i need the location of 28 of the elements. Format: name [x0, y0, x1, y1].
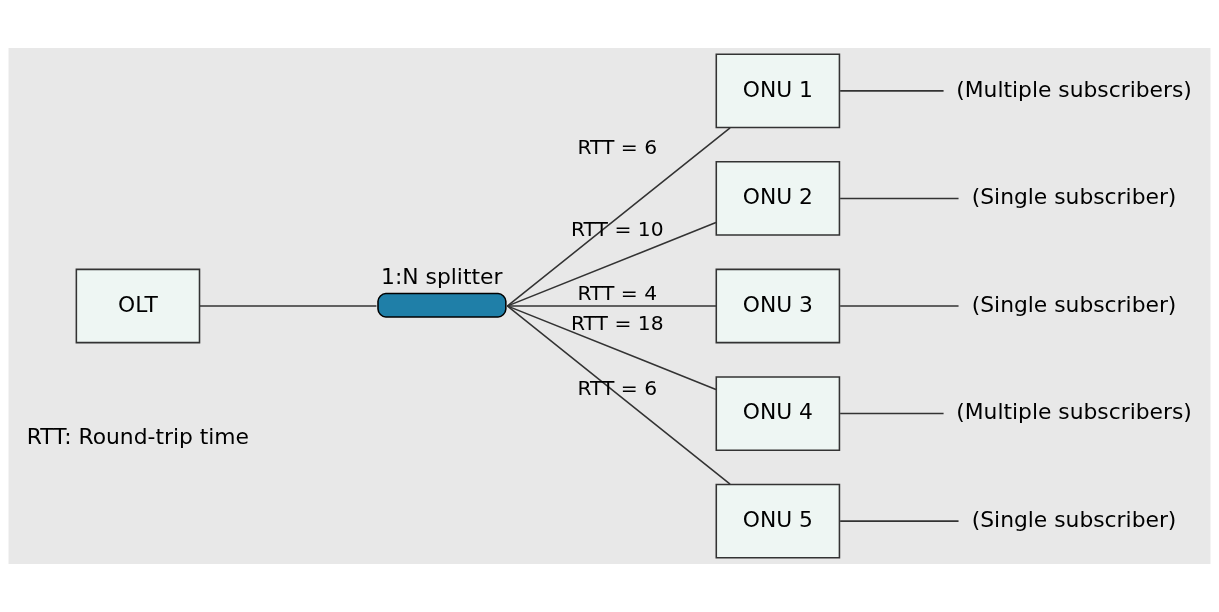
connector [839, 412, 945, 415]
connector [199, 305, 378, 307]
connector [506, 221, 717, 307]
edge-label: RTT = 18 [571, 311, 664, 336]
node-text: (Single subscriber) [971, 291, 1177, 317]
connector [839, 520, 960, 522]
connector [506, 305, 717, 391]
connector [839, 90, 945, 92]
connector [506, 305, 717, 307]
edge-label: RTT = 4 [577, 281, 658, 306]
node-box: ONU 5 [715, 483, 841, 559]
node-text: (Single subscriber) [971, 506, 1177, 532]
node-box: OLT [75, 268, 201, 344]
node-box: ONU 1 [715, 53, 841, 129]
node-text: (Multiple subscribers) [956, 399, 1192, 425]
connector [839, 197, 960, 200]
node-label: 1:N splitter [381, 264, 503, 290]
edge-label: RTT = 6 [577, 134, 658, 159]
node-box: ONU 4 [715, 376, 841, 451]
node-text: (Multiple subscribers) [956, 76, 1192, 102]
node-box: ONU 3 [715, 268, 841, 344]
node-text: (Single subscriber) [971, 184, 1177, 210]
edge-label: RTT = 6 [577, 376, 658, 401]
label: RTT: Round-trip time [26, 424, 250, 450]
connector [506, 305, 731, 485]
connector [839, 305, 960, 307]
node-box: ONU 2 [715, 161, 841, 236]
connector [506, 127, 731, 307]
